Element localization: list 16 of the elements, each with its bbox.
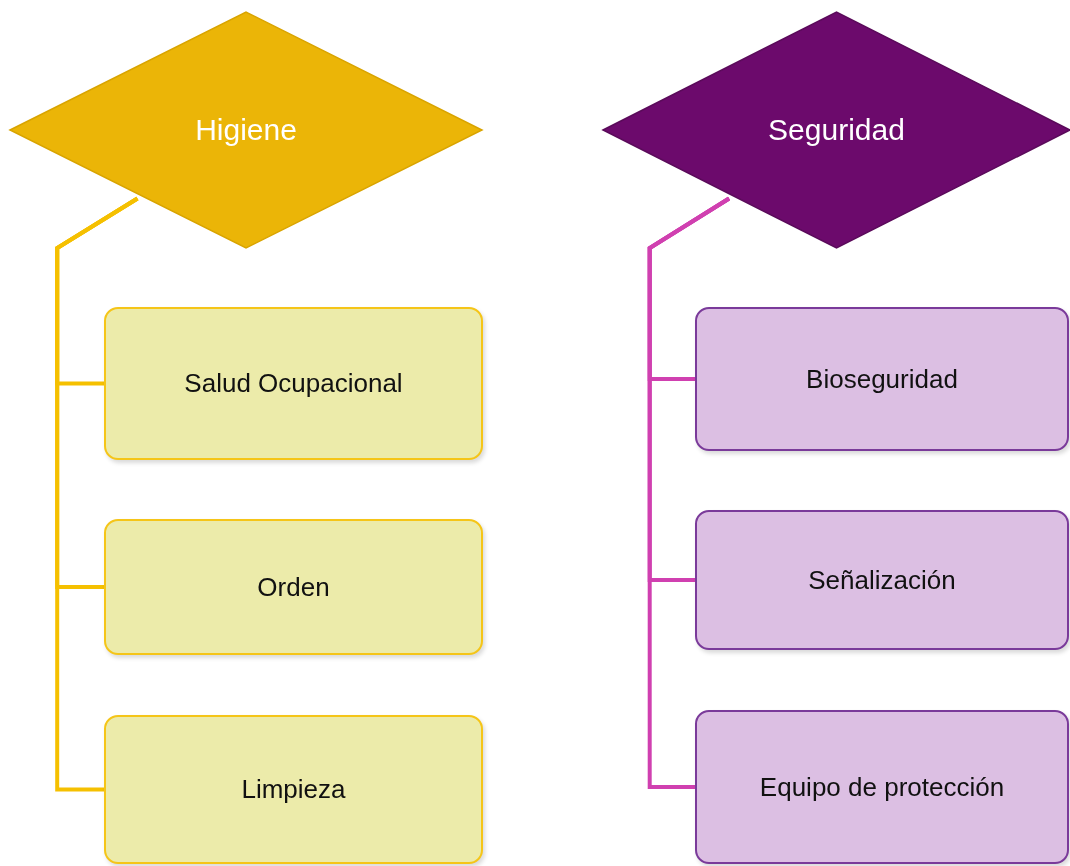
process-box (104, 715, 483, 864)
node-label: Orden (257, 571, 330, 603)
connector-line (55, 196, 139, 792)
connector-line (647, 196, 731, 789)
process-box (695, 710, 1069, 864)
process-box (104, 519, 483, 655)
node-label: Salud Ocupacional (184, 368, 403, 399)
process-box (695, 307, 1069, 451)
node-label: Señalización (808, 564, 956, 596)
node-label: Seguridad (768, 113, 905, 147)
node-label: Higiene (195, 113, 297, 147)
node-label: Limpieza (241, 774, 346, 805)
process-box (104, 307, 483, 460)
node-label: Equipo de protección (759, 771, 1005, 803)
process-box (695, 510, 1069, 650)
node-label: Bioseguridad (806, 363, 958, 395)
